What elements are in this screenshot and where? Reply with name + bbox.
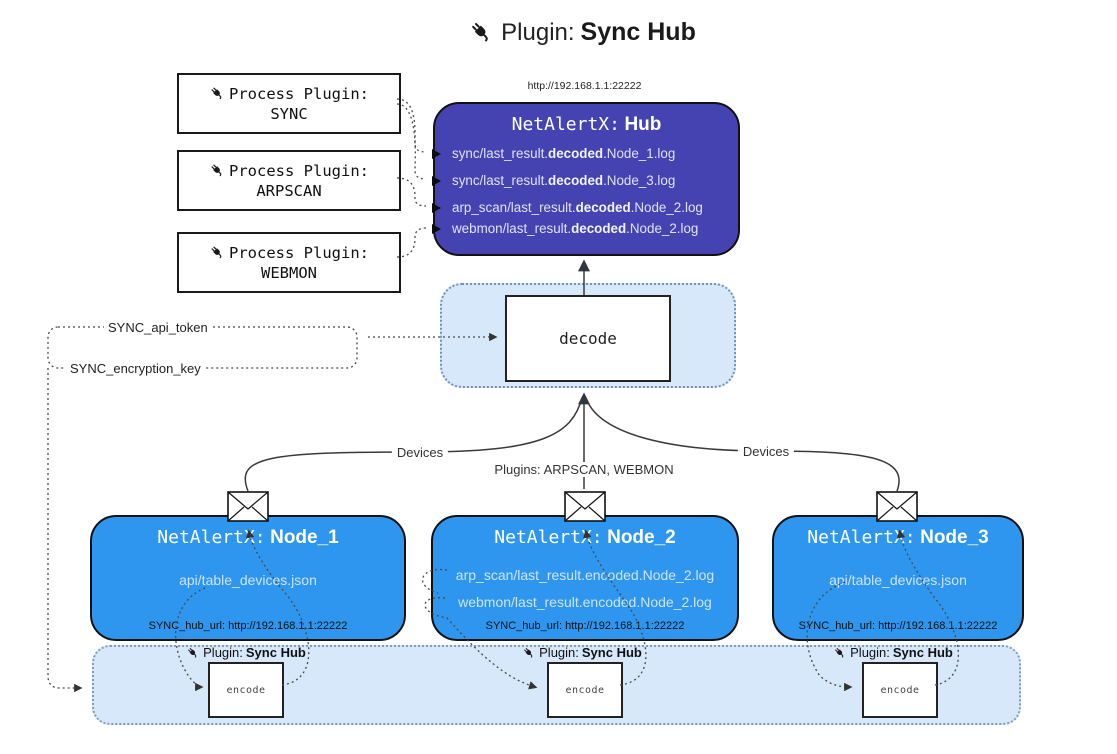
node-title: NetAlertX: Node_3 — [774, 527, 1022, 549]
process-plugin-name: ARPSCAN — [256, 181, 322, 200]
hub-entry: arp_scan/last_result.decoded.Node_2.log — [432, 200, 736, 215]
process-plugin-label: Process Plugin: — [229, 84, 369, 103]
encode-box-2: encode — [547, 662, 623, 718]
band-plugin-name: Sync Hub — [892, 645, 953, 660]
hub-entry: sync/last_result.decoded.Node_3.log — [432, 173, 736, 188]
title-label: Plugin: — [501, 18, 575, 46]
hub-entry-bold: decoded — [548, 146, 604, 161]
plug-icon — [472, 22, 488, 42]
hub-entry-bold: decoded — [571, 221, 627, 236]
hub-entry-text: sync/last_result. — [452, 146, 549, 161]
hub-entry-text: sync/last_result. — [452, 173, 549, 188]
plug-icon — [211, 87, 222, 100]
node-title-name: Node_3 — [920, 527, 989, 548]
node-title-label: NetAlertX: — [807, 527, 916, 548]
node-title: NetAlertX: Node_2 — [433, 527, 737, 549]
page-title: Plugin: Sync Hub — [468, 18, 696, 47]
hub-box: NetAlertX: Hub sync/last_result.decoded.… — [432, 102, 740, 256]
hub-entry-text: .Node_2.log — [626, 221, 699, 236]
arrow-right-icon — [432, 148, 441, 159]
plug-icon — [211, 246, 222, 259]
arrow-right-icon — [432, 175, 441, 186]
edge-label-plugins: Plugins: ARPSCAN, WEBMON — [489, 462, 679, 477]
edge-label-devices-left: Devices — [391, 445, 449, 460]
hub-entry-text: arp_scan/last_result. — [452, 200, 576, 215]
node-box-2: NetAlertX: Node_2 arp_scan/last_result.e… — [431, 515, 739, 641]
hub-entry-text: .Node_1.log — [603, 146, 676, 161]
hub-entry-text: .Node_2.log — [630, 200, 703, 215]
band-plugin-label: Plugin: Sync Hub — [833, 645, 953, 660]
node-title-name: Node_1 — [270, 527, 339, 548]
node-hub-url: SYNC_hub_url: http://192.168.1.1:22222 — [485, 620, 685, 632]
band-plugin-label-text: Plugin: — [850, 645, 890, 660]
edge-label-devices-right: Devices — [737, 444, 795, 459]
process-plugin-box-webmon: Process Plugin: WEBMON — [177, 232, 401, 293]
node-title-name: Node_2 — [607, 527, 676, 548]
node-title-label: NetAlertX: — [157, 527, 266, 548]
hub-entry-bold: decoded — [548, 173, 604, 188]
arrow-right-icon — [432, 202, 441, 213]
hub-url: http://192.168.1.1:22222 — [527, 80, 642, 92]
plug-icon — [524, 647, 533, 658]
hub-title-name: Hub — [624, 114, 662, 135]
hub-entry-bold: decoded — [575, 200, 631, 215]
encode-box-1: encode — [208, 662, 284, 718]
node-title: NetAlertX: Node_1 — [92, 527, 404, 549]
encode-box-3: encode — [862, 662, 938, 718]
band-plugin-label-text: Plugin: — [539, 645, 579, 660]
node-hub-url: SYNC_hub_url: http://192.168.1.1:22222 — [148, 620, 348, 632]
band-plugin-name: Sync Hub — [245, 645, 306, 660]
process-plugin-box-sync: Process Plugin: SYNC — [177, 73, 401, 134]
plug-icon — [188, 647, 197, 658]
sync-api-token-label: SYNC_api_token — [104, 320, 212, 335]
process-plugin-name: WEBMON — [261, 263, 317, 282]
decode-box: decode — [505, 295, 671, 382]
band-plugin-label: Plugin: Sync Hub — [522, 645, 642, 660]
node-file: webmon/last_result.encoded.Node_2.log — [458, 594, 712, 610]
hub-entry-text: .Node_3.log — [603, 173, 676, 188]
title-name: Sync Hub — [580, 18, 696, 46]
node-file: arp_scan/last_result.encoded.Node_2.log — [455, 567, 715, 583]
arrow-right-icon — [432, 223, 441, 234]
hub-title: NetAlertX: Hub — [435, 114, 738, 136]
hub-entry: webmon/last_result.decoded.Node_2.log — [432, 221, 736, 236]
plug-icon — [835, 647, 844, 658]
node-hub-url: SYNC_hub_url: http://192.168.1.1:22222 — [798, 620, 998, 632]
process-plugin-label: Process Plugin: — [229, 243, 369, 262]
hub-entry-text: webmon/last_result. — [452, 221, 572, 236]
sync-encryption-key-label: SYNC_encryption_key — [66, 361, 205, 376]
node-file: api/table_devices.json — [829, 572, 967, 588]
node-box-3: NetAlertX: Node_3 api/table_devices.json… — [772, 515, 1024, 641]
node-file: api/table_devices.json — [179, 572, 317, 588]
process-plugin-box-arpscan: Process Plugin: ARPSCAN — [177, 150, 401, 211]
band-plugin-label-text: Plugin: — [203, 645, 243, 660]
process-plugin-name: SYNC — [270, 104, 308, 123]
plug-icon — [211, 164, 222, 177]
hub-title-label: NetAlertX: — [511, 114, 620, 135]
process-plugin-label: Process Plugin: — [229, 161, 369, 180]
band-plugin-label: Plugin: Sync Hub — [186, 645, 306, 660]
node-box-1: NetAlertX: Node_1 api/table_devices.json… — [90, 515, 406, 641]
band-plugin-name: Sync Hub — [581, 645, 642, 660]
hub-entry: sync/last_result.decoded.Node_1.log — [432, 146, 736, 161]
node-title-label: NetAlertX: — [494, 527, 603, 548]
